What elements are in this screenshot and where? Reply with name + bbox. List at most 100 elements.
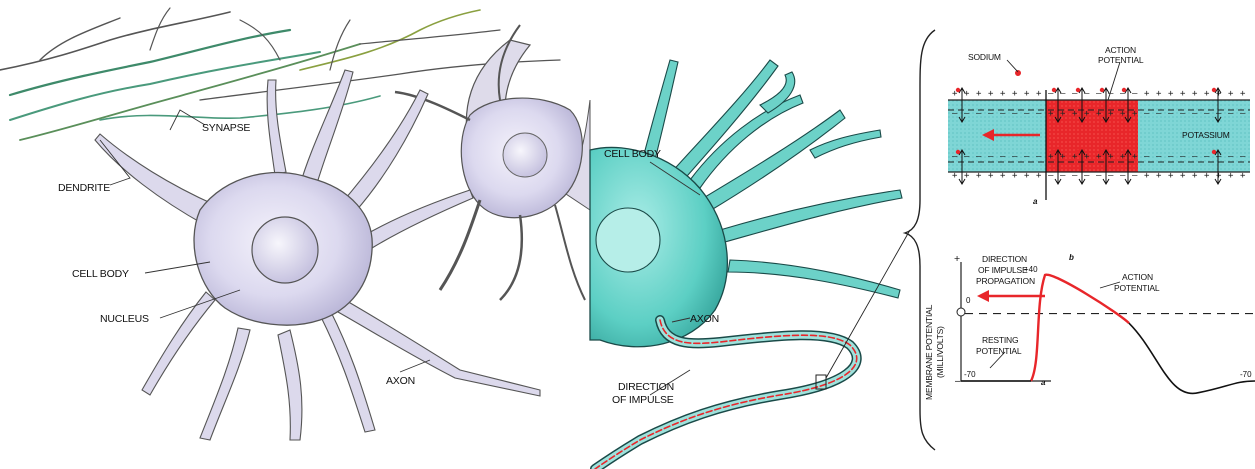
membrane-charge: +	[1240, 89, 1246, 99]
label-nucleus: NUCLEUS	[100, 313, 149, 325]
membrane-charge: +	[1084, 152, 1090, 162]
membrane-charge: –	[1024, 152, 1030, 162]
membrane-charge: –	[976, 109, 982, 119]
membrane-charge: –	[1180, 152, 1186, 162]
membrane-charge: –	[1216, 152, 1222, 162]
membrane-charge: +	[1144, 89, 1150, 99]
ion-dot	[1052, 150, 1056, 154]
membrane-charge: +	[1180, 171, 1186, 181]
sodium-leader	[1007, 60, 1018, 72]
membrane-charge: +	[1168, 89, 1174, 99]
membrane-charge: –	[988, 152, 994, 162]
membrane-charge: +	[1036, 171, 1042, 181]
label-direction-line2: OF IMPULSE	[612, 394, 674, 406]
ion-dot	[1122, 88, 1126, 92]
membrane-charge: –	[1180, 109, 1186, 119]
label-direction-prop-line3: PROPAGATION	[976, 276, 1035, 286]
second-neuron	[395, 25, 590, 300]
action-leader	[1108, 62, 1120, 100]
membrane-charge: +	[964, 89, 970, 99]
label-cell-body-middle: CELL BODY	[604, 148, 661, 160]
ion-dot	[956, 88, 960, 92]
membrane-charge: +	[976, 89, 982, 99]
ion-dot	[1100, 88, 1104, 92]
membrane-charge: +	[1048, 109, 1054, 119]
ion-dot	[1052, 88, 1056, 92]
membrane-charge: +	[1132, 152, 1138, 162]
membrane-charge: –	[1060, 89, 1066, 99]
membrane-charge: –	[1168, 152, 1174, 162]
membrane-charge: –	[1048, 171, 1054, 181]
membrane-charge: –	[1072, 171, 1078, 181]
ion-dot	[1100, 150, 1104, 154]
membrane-charge: –	[1156, 109, 1162, 119]
graph-minus-sign: –	[955, 375, 961, 387]
teal-nucleus	[596, 208, 660, 272]
label-action-graph-line1: ACTION	[1122, 272, 1153, 282]
membrane-charge: –	[1000, 152, 1006, 162]
membrane-charge: –	[1132, 89, 1138, 99]
membrane-charge: –	[1012, 152, 1018, 162]
membrane-charge: –	[1204, 109, 1210, 119]
label-action-line1: ACTION	[1105, 45, 1136, 55]
ion-dot	[1122, 150, 1126, 154]
axis-origin-marker	[957, 308, 965, 316]
membrane-charge: +	[1036, 89, 1042, 99]
label-axon-left: AXON	[386, 375, 415, 387]
label-resting-line1: RESTING	[982, 335, 1018, 345]
membrane-charge: +	[1000, 89, 1006, 99]
membrane-charge: –	[1228, 152, 1234, 162]
label-direction-prop-line2: OF IMPULSE	[978, 265, 1028, 275]
membrane-charge: +	[1024, 171, 1030, 181]
membrane-charge: –	[1012, 109, 1018, 119]
membrane-charge: –	[1144, 109, 1150, 119]
membrane-charge: +	[1168, 171, 1174, 181]
label-point-a-membrane: a	[1033, 197, 1038, 206]
membrane-charge: +	[1156, 171, 1162, 181]
membrane-charge: –	[1024, 109, 1030, 119]
membrane-charge: –	[1144, 152, 1150, 162]
ion-dot	[1076, 88, 1080, 92]
label-action-line2: POTENTIAL	[1098, 55, 1144, 65]
membrane-charge: +	[1180, 89, 1186, 99]
tick-minus-70: -70	[964, 370, 976, 379]
label-action-graph-line2: POTENTIAL	[1114, 283, 1160, 293]
ion-dot	[1076, 150, 1080, 154]
nucleus-shape	[252, 217, 318, 283]
membrane-charge: –	[1240, 152, 1246, 162]
tick-plus-40: +40	[1024, 265, 1038, 274]
membrane-panel: ++++++++––––––––+++++++++––––––––+++++++…	[948, 45, 1250, 206]
membrane-charge: +	[1024, 89, 1030, 99]
membrane-charge: +	[1192, 171, 1198, 181]
graph-ylabel-line1: MEMBRANE POTENTIAL	[924, 304, 934, 400]
membrane-charge: +	[1192, 89, 1198, 99]
membrane-charge: –	[1084, 89, 1090, 99]
membrane-charge: –	[1000, 109, 1006, 119]
middle-neuron-panel: CELL BODY AXON DIRECTION OF IMPULSE	[590, 30, 935, 469]
membrane-charge: +	[1240, 171, 1246, 181]
label-axon-middle: AXON	[690, 313, 719, 325]
label-dendrite: DENDRITE	[58, 182, 110, 194]
action-potential-curve-recovery	[961, 323, 1255, 393]
label-potassium: POTASSIUM	[1182, 130, 1230, 140]
membrane-charge: –	[988, 109, 994, 119]
membrane-charge: +	[1060, 152, 1066, 162]
sodium-dot	[1015, 70, 1021, 76]
left-neuron-panel: SYNAPSE DENDRITE CELL BODY NUCLEUS AXON	[0, 8, 590, 440]
label-direction-line1: DIRECTION	[618, 381, 674, 393]
membrane-charge: –	[1036, 152, 1042, 162]
membrane-charge: +	[1096, 109, 1102, 119]
ion-dot	[1212, 88, 1216, 92]
membrane-charge: –	[1132, 171, 1138, 181]
membrane-charge: –	[952, 109, 958, 119]
label-synapse: SYNAPSE	[202, 122, 250, 134]
membrane-charge: –	[976, 152, 982, 162]
membrane-charge: +	[1012, 171, 1018, 181]
membrane-charge: –	[1204, 152, 1210, 162]
membrane-charge: +	[1132, 109, 1138, 119]
membrane-charge: –	[1156, 152, 1162, 162]
membrane-charge: +	[1072, 109, 1078, 119]
graph-plus-sign: +	[954, 253, 960, 265]
membrane-charge: +	[1108, 152, 1114, 162]
